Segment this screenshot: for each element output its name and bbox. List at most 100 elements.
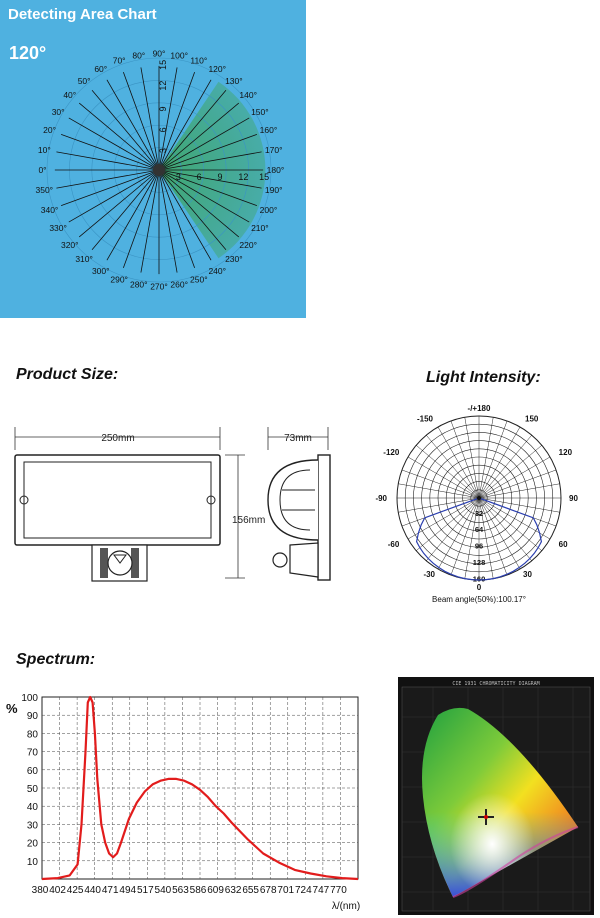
detect-radial-line [78, 102, 160, 171]
detect-angle-label: 50° [78, 76, 91, 86]
intensity-spoke [401, 469, 480, 499]
intensity-spoke [478, 426, 521, 499]
intensity-spoke [398, 497, 480, 513]
intensity-spoke [407, 456, 480, 499]
product-size-drawing: 250mm 156mm 73mm [14, 427, 331, 582]
detect-angle-label: 260° [170, 280, 188, 290]
detect-angle-label: 160° [260, 125, 278, 135]
light-intensity-heading: Light Intensity: [426, 369, 541, 386]
detect-angle-label: 250° [190, 274, 208, 284]
detect-angle-label: 280° [130, 280, 148, 290]
detect-distance-label-vertical: 12 [158, 81, 168, 91]
intensity-spoke [478, 456, 551, 499]
spectrum-y-tick: 30 [27, 820, 39, 831]
spectrum-x-tick: 380 [32, 885, 49, 896]
intensity-angle-label-ul: -120 [383, 448, 400, 457]
detect-radial-line [78, 169, 160, 238]
spectrum-series-line [41, 695, 359, 881]
detect-angle-label: 220° [239, 240, 257, 250]
detect-chart-title: Detecting Area Chart [8, 6, 157, 23]
spectrum-y-tick: 100 [21, 693, 38, 704]
spectrum-x-axis-label: λ/(nm) [332, 901, 360, 912]
intensity-radial-label: 32 [475, 509, 483, 518]
detect-angle-label: 120° [208, 64, 226, 74]
intensity-spoke [478, 445, 542, 499]
detect-radial-line [158, 169, 262, 189]
intensity-angle-label-bottom: 0 [477, 583, 482, 592]
spectrum-x-tick: 747 [313, 885, 330, 896]
intensity-radial-label: 160 [473, 574, 486, 583]
width-label: 250mm [101, 433, 134, 444]
detect-angle-label: 320° [61, 240, 79, 250]
detect-radial-line [158, 169, 250, 223]
detect-angle-label: 40° [63, 90, 76, 100]
detect-angle-label: 200° [260, 205, 278, 215]
detect-radial-line [158, 151, 262, 171]
intensity-angle-label-ml: -90 [375, 494, 387, 503]
detect-radial-line [158, 169, 178, 273]
intensity-spoke [450, 497, 480, 576]
spectrum-y-tick: 60 [27, 766, 39, 777]
spectrum-x-tick: 586 [190, 885, 207, 896]
detect-distance-label-vertical: 15 [158, 60, 168, 70]
detect-radial-line [91, 89, 160, 171]
spectrum-y-tick: 90 [27, 711, 39, 722]
detect-radial-line [56, 151, 160, 171]
spectrum-y-tick: 80 [27, 729, 39, 740]
intensity-spoke [437, 426, 480, 499]
detect-angle-label: 300° [92, 266, 110, 276]
intensity-spoke [478, 497, 508, 576]
detect-angle-label: 170° [265, 145, 283, 155]
detect-distance-label: 15 [259, 172, 269, 182]
spectrum-x-tick: 609 [207, 885, 224, 896]
detect-radial-line [91, 169, 160, 251]
intensity-spoke [478, 497, 560, 513]
intensity-spoke [478, 435, 532, 499]
detect-angle-label: 290° [110, 274, 128, 284]
intensity-angle-label-tl: -150 [417, 414, 434, 423]
beam-angle-label: Beam angle(50%):100.17° [432, 595, 526, 604]
detect-radial-line [158, 71, 196, 171]
detect-angle-label: 310° [75, 254, 93, 264]
spectrum-x-tick: 425 [67, 885, 84, 896]
detect-radial-line [106, 169, 160, 261]
spectrum-x-tick: 517 [137, 885, 154, 896]
spectrum-x-tick: 540 [155, 885, 172, 896]
detect-distance-label: 9 [217, 172, 222, 182]
intensity-spoke [478, 497, 494, 579]
spectrum-x-tick: 494 [119, 885, 136, 896]
intensity-spoke [478, 497, 542, 551]
detect-angle-label: 10° [38, 145, 51, 155]
detect-angle-label: 60° [94, 64, 107, 74]
intensity-spoke [416, 497, 480, 551]
detect-radial-line [68, 169, 160, 223]
spectrum-x-tick: 563 [172, 885, 189, 896]
spectrum-y-tick: 70 [27, 748, 39, 759]
detecting-area-chart: Detecting Area Chart 120° 0°10°20°30°40°… [0, 0, 306, 318]
intensity-spoke [478, 417, 494, 499]
spectrum-x-tick: 655 [242, 885, 259, 896]
detect-radial-line [60, 133, 160, 171]
spectrum-x-tick: 440 [84, 885, 101, 896]
detect-angle-label: 110° [190, 56, 207, 66]
detect-center [153, 164, 165, 176]
detect-radial-line [158, 133, 258, 171]
intensity-center [477, 496, 481, 500]
detect-angle-label: 190° [265, 185, 283, 195]
spectrum-x-tick: 724 [295, 885, 312, 896]
detect-angle-label: 330° [49, 223, 67, 233]
spectrum-y-tick: 10 [27, 857, 39, 868]
detect-radial-line [140, 67, 160, 171]
detect-radial-line [158, 89, 227, 171]
intensity-radial-label: 96 [475, 542, 483, 551]
intensity-spoke [407, 497, 480, 540]
detect-radial-line [60, 169, 160, 207]
spectrum-heading: Spectrum: [16, 651, 96, 668]
detect-radial-line [106, 79, 160, 171]
spectrum-y-axis-label: % [6, 701, 18, 716]
detect-radial-line [68, 117, 160, 171]
spectrum-y-tick: 50 [27, 784, 39, 795]
intensity-spoke [426, 497, 480, 561]
height-label: 156mm [232, 515, 265, 526]
